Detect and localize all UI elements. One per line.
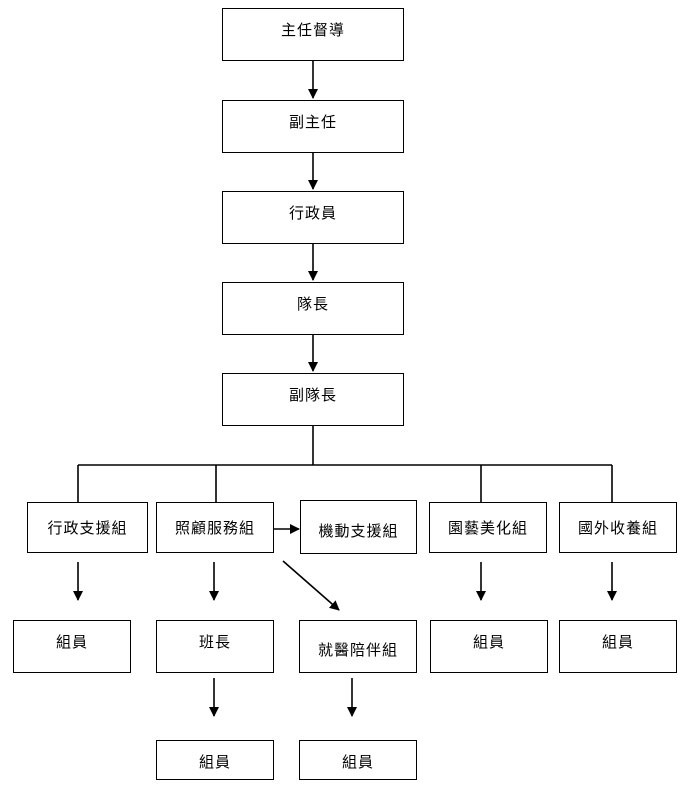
node-deputy-director: 副主任 [222,100,404,153]
node-director: 主任督導 [222,8,404,61]
node-care-service: 照顧服務組 [156,502,274,553]
node-team-leader-member: 組員 [156,740,274,780]
node-horticulture: 園藝美化組 [429,502,547,553]
node-vice-captain: 副隊長 [222,373,404,426]
node-mobile-support: 機動支援組 [300,500,417,554]
arrow-care-to-medical-escort [282,560,340,611]
node-captain: 隊長 [222,282,404,335]
node-foreign-adoption-member: 組員 [559,620,677,673]
node-medical-escort-member: 組員 [299,740,417,780]
node-team-leader: 班長 [156,620,274,673]
node-administrator: 行政員 [222,191,404,244]
node-admin-support-member: 組員 [13,620,131,673]
node-medical-escort: 就醫陪伴組 [299,620,417,673]
node-foreign-adoption: 國外收養組 [559,502,677,553]
node-horticulture-member: 組員 [430,620,548,673]
node-admin-support: 行政支援組 [27,502,148,553]
